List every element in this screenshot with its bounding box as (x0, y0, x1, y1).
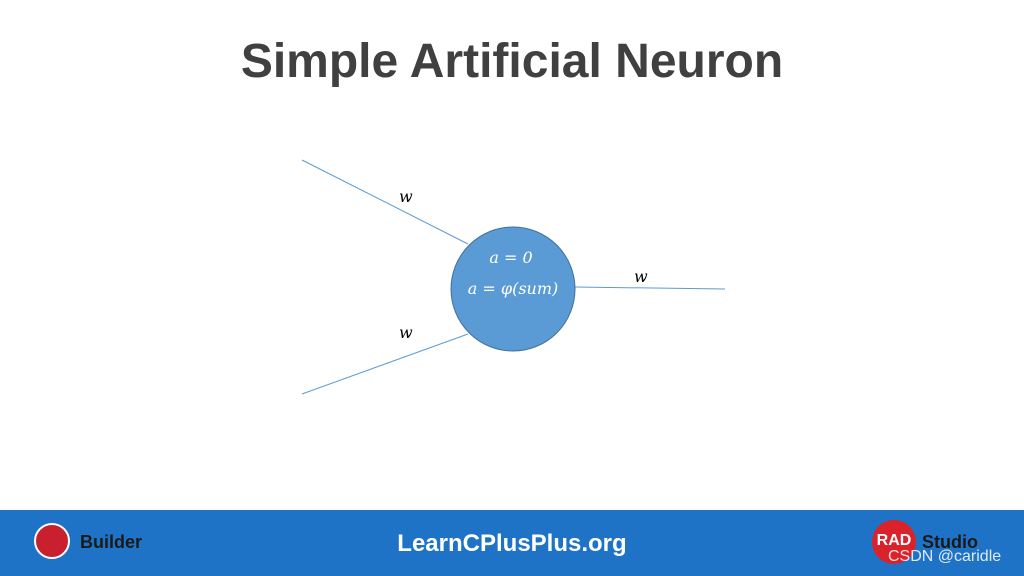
output-edge (574, 286, 726, 290)
site-name: LearnCPlusPlus.org (397, 530, 627, 557)
footer-bar: C++ Builder LearnCPlusPlus.org RAD Studi… (0, 510, 1024, 576)
input-edge-bottom (301, 333, 469, 395)
cpp-logo-text: C++ (41, 533, 63, 545)
watermark: CSDN @caridle (888, 548, 1002, 565)
rad-studio-logo-icon: RAD (872, 520, 916, 564)
input-edge-top (301, 159, 469, 245)
weight-label-bottom: w (399, 323, 413, 342)
builder-label: Builder (80, 532, 143, 552)
neuron-diagram: w w w a = 0 a = φ(sum) (301, 159, 726, 395)
studio-label: Studio (922, 532, 978, 552)
page-title: Simple Artificial Neuron (240, 35, 784, 88)
weight-label-top: w (399, 187, 413, 206)
neuron-activation-init: a = 0 (489, 248, 532, 267)
neuron-activation-function: a = φ(sum) (468, 279, 559, 298)
weight-label-output: w (634, 267, 648, 286)
rad-logo-text: RAD (876, 532, 912, 549)
neuron-node (450, 226, 576, 352)
cpp-builder-logo-icon: C++ (34, 523, 70, 559)
